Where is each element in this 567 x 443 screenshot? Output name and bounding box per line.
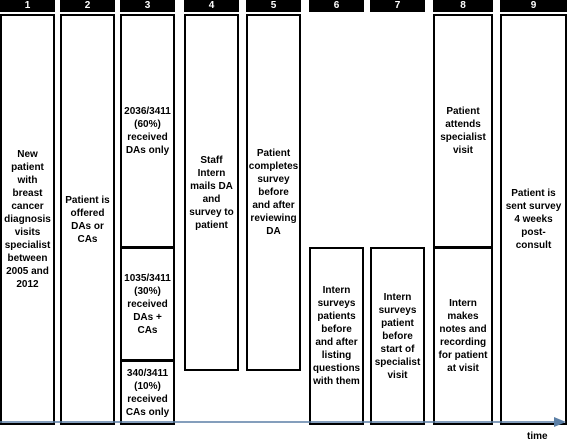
timeline-arrowhead — [554, 417, 566, 427]
step-3-box-das-only: 2036/3411 (60%) received DAs only — [120, 14, 175, 248]
step-8-box-notes: Intern makes notes and recording for pat… — [433, 247, 493, 425]
timeline-arrow — [0, 417, 566, 427]
step-7-number: 7 — [370, 0, 425, 12]
step-1-box: New patient with breast cancer diagnosis… — [0, 14, 55, 425]
step-8-box-visit: Patient attends specialist visit — [433, 14, 493, 248]
step-3-box-das-cas: 1035/3411 (30%) received DAs + CAs — [120, 247, 175, 361]
step-6-box: Intern surveys patients before and after… — [309, 247, 364, 425]
step-3-box-cas-only: 340/3411 (10%) received CAs only — [120, 360, 175, 425]
step-2-box: Patient is offered DAs or CAs — [60, 14, 115, 425]
step-3-number: 3 — [120, 0, 175, 12]
step-1-number: 1 — [0, 0, 55, 12]
step-5-number: 5 — [246, 0, 301, 12]
step-7-box: Intern surveys patient before start of s… — [370, 247, 425, 425]
time-label: time — [527, 431, 548, 442]
step-4-box: Staff Intern mails DA and survey to pati… — [184, 14, 239, 371]
step-9-number: 9 — [500, 0, 567, 12]
step-5-box: Patient completes survey before and afte… — [246, 14, 301, 371]
step-2-number: 2 — [60, 0, 115, 12]
step-6-number: 6 — [309, 0, 364, 12]
step-4-number: 4 — [184, 0, 239, 12]
step-9-box: Patient is sent survey 4 weeks post-cons… — [500, 14, 567, 425]
step-8-number: 8 — [433, 0, 493, 12]
